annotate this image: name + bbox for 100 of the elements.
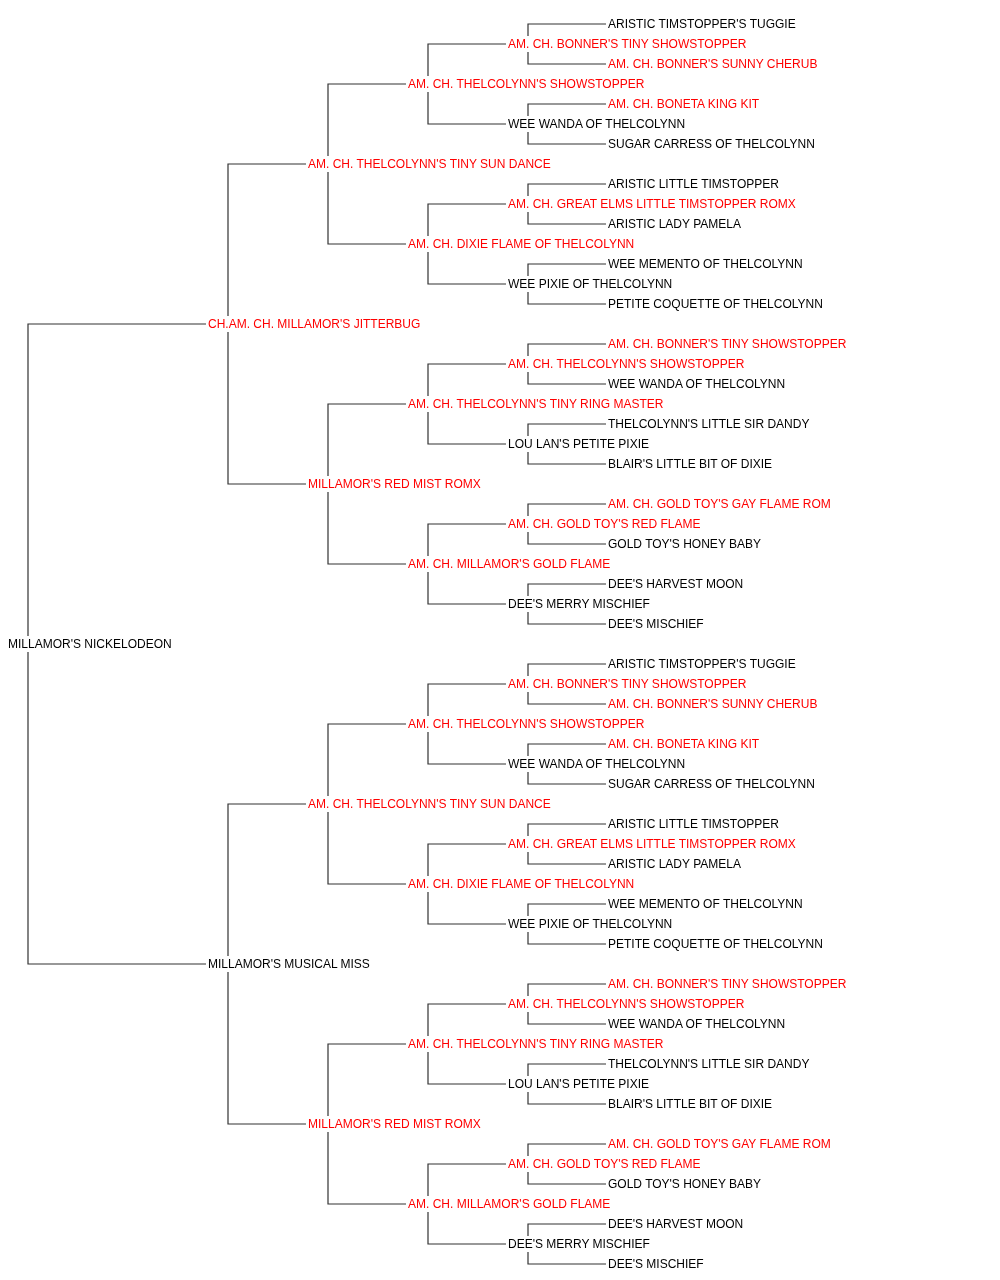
pedigree-connector xyxy=(527,503,607,517)
pedigree-name: AM. CH. GOLD TOY'S RED FLAME xyxy=(508,516,701,532)
pedigree-connector xyxy=(427,363,507,397)
pedigree-name: WEE MEMENTO OF THELCOLYNN xyxy=(608,896,803,912)
pedigree-name: AM. CH. MILLAMOR'S GOLD FLAME xyxy=(408,1196,611,1212)
pedigree-connector xyxy=(427,571,507,605)
pedigree-name: DEE'S MISCHIEF xyxy=(608,1256,704,1272)
pedigree-connector xyxy=(327,491,407,565)
pedigree-name: AM. CH. THELCOLYNN'S SHOWSTOPPER xyxy=(408,716,645,732)
pedigree-connector xyxy=(327,171,407,245)
pedigree-connector xyxy=(527,131,607,145)
pedigree-connector xyxy=(327,1043,407,1117)
pedigree-connector xyxy=(427,91,507,125)
pedigree-connector xyxy=(527,743,607,757)
pedigree-connector xyxy=(427,411,507,445)
pedigree-name: AM. CH. THELCOLYNN'S TINY SUN DANCE xyxy=(308,156,551,172)
pedigree-name: DEE'S MERRY MISCHIEF xyxy=(508,1236,650,1252)
pedigree-name: AM. CH. BONNER'S SUNNY CHERUB xyxy=(608,56,818,72)
pedigree-name: AM. CH. BONETA KING KIT xyxy=(608,96,760,112)
pedigree-name: PETITE COQUETTE OF THELCOLYNN xyxy=(608,296,823,312)
pedigree-name: ARISTIC LADY PAMELA xyxy=(608,216,741,232)
pedigree-name: LOU LAN'S PETITE PIXIE xyxy=(508,1076,649,1092)
pedigree-connector xyxy=(427,1163,507,1197)
pedigree-connector xyxy=(527,983,607,997)
pedigree-name: AM. CH. BONETA KING KIT xyxy=(608,736,760,752)
pedigree-connector xyxy=(527,1091,607,1105)
pedigree-connector xyxy=(327,723,407,797)
pedigree-connector xyxy=(527,1143,607,1157)
pedigree-name: AM. CH. DIXIE FLAME OF THELCOLYNN xyxy=(408,876,635,892)
pedigree-connector xyxy=(527,451,607,465)
pedigree-name: AM. CH. GOLD TOY'S GAY FLAME ROM xyxy=(608,1136,831,1152)
pedigree-connector xyxy=(527,611,607,625)
pedigree-connector xyxy=(427,1003,507,1037)
pedigree-connector xyxy=(527,23,607,37)
pedigree-connector xyxy=(227,971,307,1125)
pedigree-connector xyxy=(27,323,207,637)
pedigree-connector xyxy=(527,931,607,945)
pedigree-connector xyxy=(427,43,507,77)
pedigree-connector xyxy=(427,1051,507,1085)
pedigree-name: AM. CH. BONNER'S TINY SHOWSTOPPER xyxy=(608,976,847,992)
pedigree-connector xyxy=(427,203,507,237)
pedigree-name: AM. CH. THELCOLYNN'S SHOWSTOPPER xyxy=(508,356,745,372)
pedigree-connector xyxy=(527,823,607,837)
pedigree-connector xyxy=(427,731,507,765)
pedigree-connector xyxy=(527,691,607,705)
pedigree-connector xyxy=(527,583,607,597)
pedigree-connector xyxy=(527,263,607,277)
pedigree-name: AM. CH. THELCOLYNN'S SHOWSTOPPER xyxy=(508,996,745,1012)
pedigree-connector xyxy=(527,771,607,785)
pedigree-name: AM. CH. BONNER'S TINY SHOWSTOPPER xyxy=(508,36,747,52)
pedigree-connector xyxy=(527,343,607,357)
pedigree-name: WEE WANDA OF THELCOLYNN xyxy=(608,1016,786,1032)
pedigree-name: AM. CH. THELCOLYNN'S SHOWSTOPPER xyxy=(408,76,645,92)
pedigree-connector xyxy=(227,803,307,957)
pedigree-name: AM. CH. GREAT ELMS LITTLE TIMSTOPPER ROMX xyxy=(508,836,796,852)
pedigree-name: SUGAR CARRESS OF THELCOLYNN xyxy=(608,776,815,792)
pedigree-name: ARISTIC TIMSTOPPER'S TUGGIE xyxy=(608,16,796,32)
pedigree-name: THELCOLYNN'S LITTLE SIR DANDY xyxy=(608,416,810,432)
pedigree-connector xyxy=(327,403,407,477)
pedigree-connector xyxy=(527,103,607,117)
pedigree-name: ARISTIC LITTLE TIMSTOPPER xyxy=(608,816,779,832)
pedigree-name: AM. CH. THELCOLYNN'S TINY RING MASTER xyxy=(408,396,664,412)
pedigree-name: WEE WANDA OF THELCOLYNN xyxy=(508,756,686,772)
pedigree-connector xyxy=(527,423,607,437)
pedigree-name: WEE PIXIE OF THELCOLYNN xyxy=(508,916,673,932)
pedigree-name: MILLAMOR'S RED MIST ROMX xyxy=(308,476,481,492)
pedigree-connector xyxy=(427,683,507,717)
pedigree-name: AM. CH. GOLD TOY'S GAY FLAME ROM xyxy=(608,496,831,512)
pedigree-name: AM. CH. BONNER'S SUNNY CHERUB xyxy=(608,696,818,712)
pedigree-name: GOLD TOY'S HONEY BABY xyxy=(608,536,761,552)
pedigree-name: AM. CH. BONNER'S TINY SHOWSTOPPER xyxy=(508,676,747,692)
pedigree-name: ARISTIC LADY PAMELA xyxy=(608,856,741,872)
pedigree-name: ARISTIC LITTLE TIMSTOPPER xyxy=(608,176,779,192)
pedigree-connector xyxy=(527,1011,607,1025)
pedigree-connector xyxy=(527,211,607,225)
pedigree-connector xyxy=(27,651,207,965)
pedigree-name: AM. CH. BONNER'S TINY SHOWSTOPPER xyxy=(608,336,847,352)
pedigree-connector xyxy=(527,371,607,385)
pedigree-name: WEE WANDA OF THELCOLYNN xyxy=(608,376,786,392)
pedigree-name: BLAIR'S LITTLE BIT OF DIXIE xyxy=(608,456,773,472)
pedigree-connector xyxy=(427,523,507,557)
pedigree-name: AM. CH. DIXIE FLAME OF THELCOLYNN xyxy=(408,236,635,252)
pedigree-name: AM. CH. GREAT ELMS LITTLE TIMSTOPPER ROMX xyxy=(508,196,796,212)
pedigree-name: AM. CH. MILLAMOR'S GOLD FLAME xyxy=(408,556,611,572)
pedigree-connector xyxy=(427,251,507,285)
pedigree-name: AM. CH. THELCOLYNN'S TINY SUN DANCE xyxy=(308,796,551,812)
pedigree-name: WEE MEMENTO OF THELCOLYNN xyxy=(608,256,803,272)
pedigree-name: MILLAMOR'S MUSICAL MISS xyxy=(208,956,370,972)
pedigree-name: DEE'S HARVEST MOON xyxy=(608,1216,744,1232)
pedigree-name: LOU LAN'S PETITE PIXIE xyxy=(508,436,649,452)
pedigree-connector xyxy=(227,163,307,317)
pedigree-name: MILLAMOR'S NICKELODEON xyxy=(8,636,172,652)
pedigree-connector xyxy=(327,811,407,885)
pedigree-connector xyxy=(527,1251,607,1265)
pedigree-connector xyxy=(427,1211,507,1245)
pedigree-name: THELCOLYNN'S LITTLE SIR DANDY xyxy=(608,1056,810,1072)
pedigree-connector xyxy=(527,291,607,305)
pedigree-connector xyxy=(527,903,607,917)
pedigree-name: ARISTIC TIMSTOPPER'S TUGGIE xyxy=(608,656,796,672)
pedigree-connector xyxy=(527,51,607,65)
